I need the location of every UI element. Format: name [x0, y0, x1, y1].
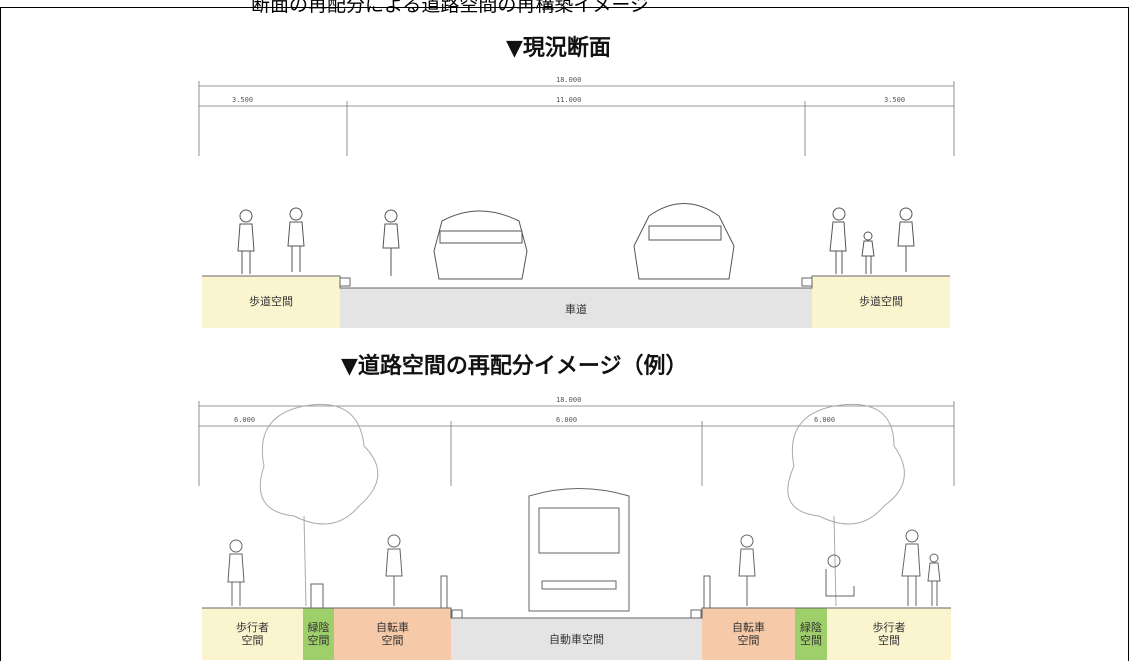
left-pedestrian-zone: [202, 608, 303, 660]
left-green-label: 緑陰 空間: [307, 621, 330, 647]
right-sidewalk-zone: [812, 276, 950, 328]
redistribution-section-title: ▼道路空間の再配分イメージ（例）: [341, 354, 688, 379]
current-right-width: 3.500: [884, 96, 906, 104]
left-bicycle-zone: [334, 608, 451, 660]
current-left-width: 3.500: [232, 96, 254, 104]
left-sidewalk-label: 歩道空間: [249, 294, 293, 308]
right-bicycle-zone: [702, 608, 795, 660]
left-green-zone: [303, 608, 334, 660]
redistribution-cross-section-diagram: 18.000 6.000 6.000 6.000 歩行者 空間 緑陰 空間 自転…: [194, 386, 961, 660]
redistribution-total-width: 18.000: [556, 396, 582, 404]
current-cross-section-diagram: 18.000 3.500 11.000 3.500 歩道空間 車道 歩道空間: [194, 66, 961, 328]
left-sidewalk-zone: [202, 276, 340, 328]
right-sidewalk-label: 歩道空間: [859, 294, 903, 308]
current-center-width: 11.000: [556, 96, 582, 104]
right-bicycle-label: 自転車 空間: [732, 621, 765, 647]
vehicle-zone: [451, 618, 702, 660]
current-total-width: 18.000: [556, 76, 582, 84]
right-pedestrian-label: 歩行者 空間: [872, 621, 906, 647]
left-bicycle-label: 自転車 空間: [376, 621, 409, 647]
vehicle-label: 自動車空間: [549, 632, 604, 646]
right-green-label: 緑陰 空間: [800, 621, 822, 647]
redistribution-right-width: 6.000: [814, 416, 836, 424]
redistribution-center-width: 6.000: [556, 416, 578, 424]
left-pedestrian-label: 歩行者 空間: [236, 621, 269, 647]
figure-caption: 断面の再配分による道路空間の再構築イメージ: [251, 0, 650, 15]
right-green-zone: [795, 608, 827, 660]
current-section-title: ▼現況断面: [506, 36, 611, 61]
redistribution-left-width: 6.000: [234, 416, 256, 424]
right-pedestrian-zone: [827, 608, 951, 660]
roadway-zone: [340, 288, 812, 328]
roadway-label: 車道: [565, 302, 587, 316]
